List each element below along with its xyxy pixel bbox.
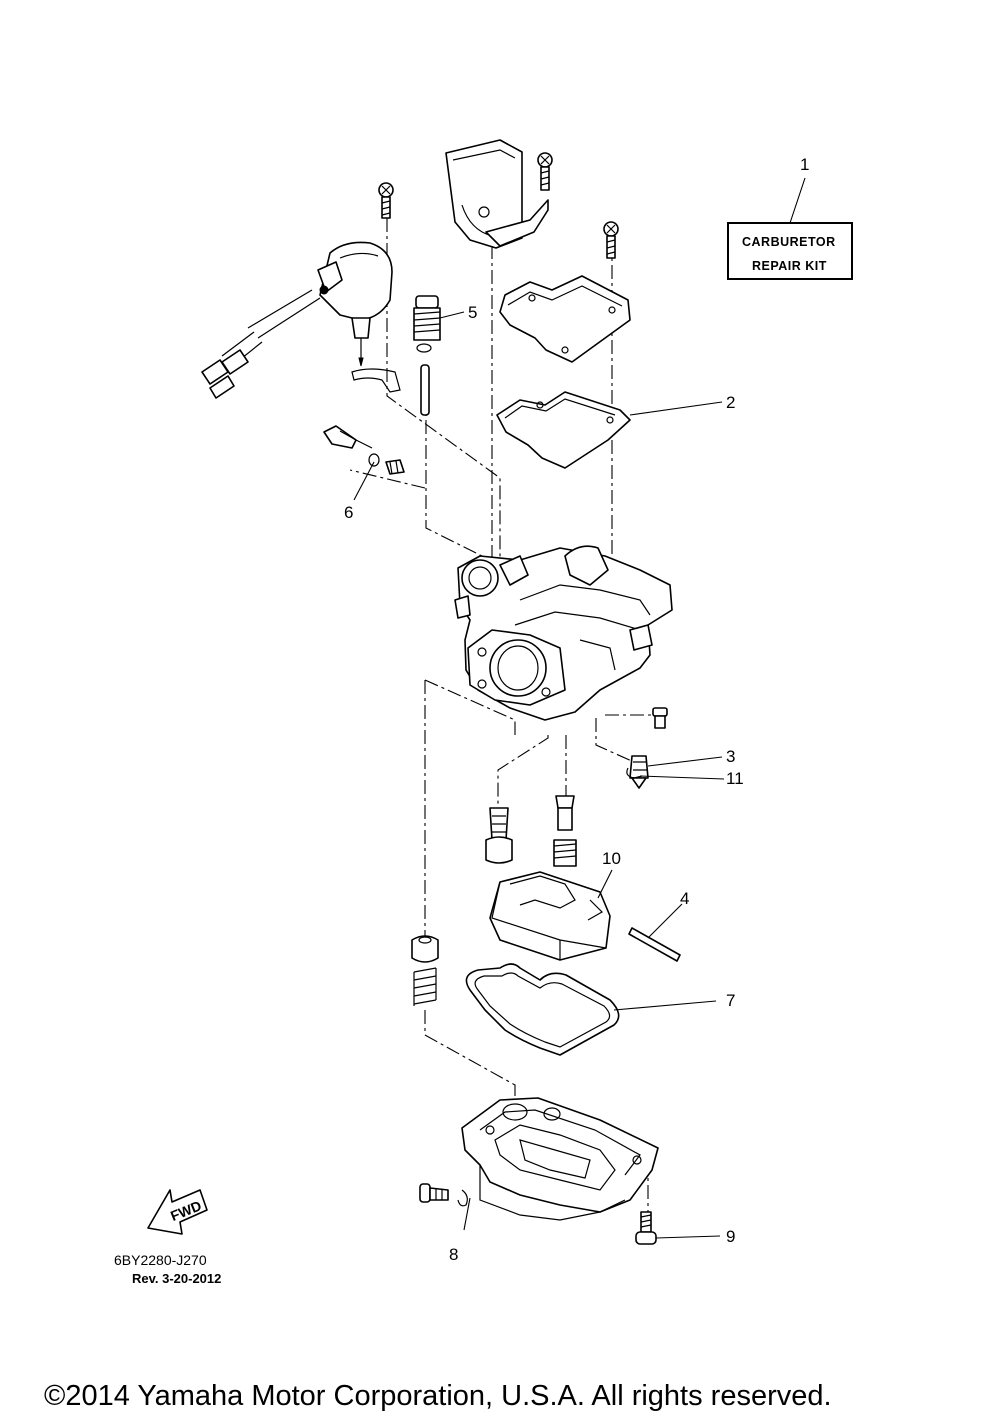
revision-date: Rev. 3-20-2012 [132, 1271, 221, 1286]
repair-kit-box: CARBURETOR REPAIR KIT [727, 222, 853, 280]
callout-7: 7 [726, 991, 735, 1010]
part-11-clip [626, 767, 643, 779]
throttle-cover [445, 139, 549, 249]
callout-4: 4 [680, 889, 689, 908]
float-bowl [461, 1097, 659, 1221]
kit-box-line1: CARBURETOR [742, 235, 836, 249]
part-4-float-pin [628, 927, 681, 962]
part-8-washer [457, 1189, 468, 1207]
callout-11: 11 [726, 769, 744, 788]
callout-10: 10 [602, 849, 621, 868]
alignment-lines [349, 218, 655, 1215]
plate-screw [603, 221, 619, 259]
upper-plate [499, 275, 631, 363]
main-nozzle-left [485, 807, 513, 864]
part-6-pilot-screw [323, 425, 405, 475]
fwd-arrow: FWD [147, 1189, 208, 1235]
callouts: 1 2 3 4 5 6 7 8 9 10 11 [344, 155, 809, 1264]
callout-3: 3 [726, 747, 735, 766]
solenoid-screw [378, 182, 394, 219]
part-3-needle-valve [629, 755, 649, 789]
part-10-float [489, 871, 611, 961]
main-nozzle-center [553, 795, 577, 867]
callout-8: 8 [449, 1245, 458, 1264]
leader-lines [353, 177, 806, 1239]
part-9-screw [635, 1211, 657, 1245]
part-7-gasket [465, 963, 620, 1056]
copyright-notice: ©2014 Yamaha Motor Corporation, U.S.A. A… [44, 1380, 832, 1412]
callout-9: 9 [726, 1227, 735, 1246]
cover-screw [537, 152, 553, 191]
spring-and-cap [411, 935, 439, 1006]
carburetor-body [454, 545, 673, 721]
callout-2: 2 [726, 393, 735, 412]
diagram-code: 6BY2280-J270 [114, 1252, 207, 1268]
callout-6: 6 [344, 503, 353, 522]
solenoid-assembly [201, 241, 401, 399]
kit-box-line2: REPAIR KIT [752, 259, 827, 273]
part-5-screw [413, 295, 441, 416]
small-screw-right [652, 707, 668, 729]
callout-5: 5 [468, 303, 477, 322]
callout-1: 1 [800, 155, 809, 174]
drain-screw [419, 1183, 449, 1203]
gasket-2 [496, 391, 631, 469]
